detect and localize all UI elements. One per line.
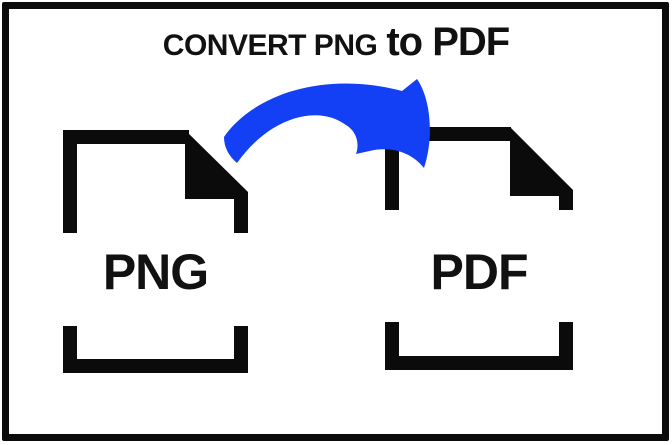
title-part-to-pdf: to PDF <box>386 20 510 64</box>
png-file-left-edge <box>63 130 77 233</box>
png-file-bottom-edge <box>63 326 248 373</box>
pdf-file-icon <box>385 127 573 370</box>
page-title: CONVERT PNG to PDF <box>0 20 672 65</box>
pdf-file-bottom-edge <box>385 322 573 370</box>
curved-arrow-icon <box>224 79 430 168</box>
png-file-folded-corner <box>185 130 248 233</box>
png-file-icon <box>63 130 248 373</box>
pdf-file-folded-corner <box>510 127 573 210</box>
png-file-top-edge <box>63 130 189 144</box>
title-part-convert-png: CONVERT PNG <box>162 29 378 62</box>
pdf-file-label: PDF <box>430 244 529 300</box>
png-file-label: PNG <box>102 244 209 300</box>
